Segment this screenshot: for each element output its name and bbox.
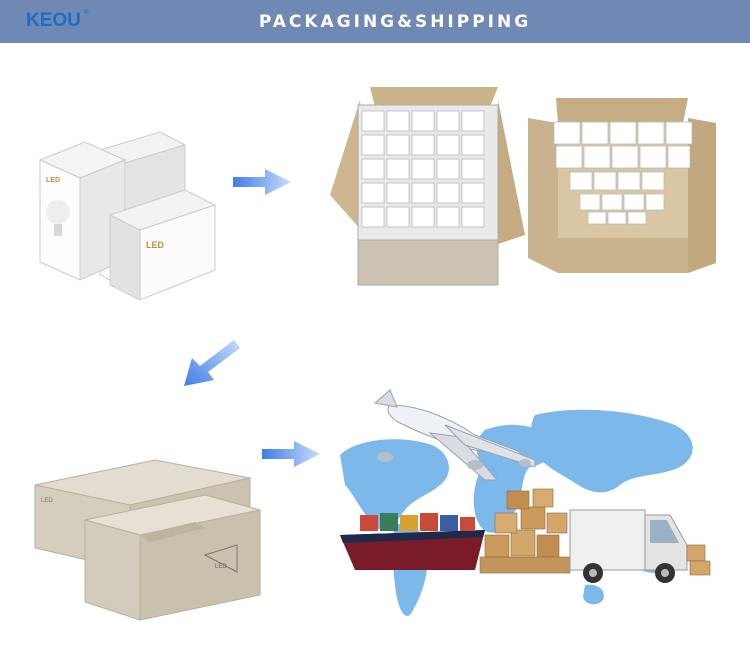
global-shipping-illustration: [340, 389, 711, 616]
box-led-label-2: LED: [46, 177, 60, 184]
cargo-ship-icon: [340, 513, 485, 570]
open-carton-side-view-illustration: [528, 98, 716, 273]
brand-logo: KEOU: [26, 10, 81, 31]
arrow-right-icon-2: [262, 441, 320, 467]
arrow-right-icon: [233, 169, 291, 195]
open-carton-illustration: [330, 87, 525, 286]
carton-led-label-2: LED: [215, 564, 227, 570]
stacked-cartons-illustration: LED LED: [34, 459, 261, 621]
carton-led-label: LED: [41, 498, 53, 504]
arrow-down-left-icon: [184, 340, 240, 386]
led-bulb-boxes-illustration: LED LED: [38, 131, 217, 300]
delivery-truck-icon: [569, 509, 688, 583]
trademark-mark: ®: [84, 10, 89, 16]
airplane-icon: [373, 389, 536, 481]
header-bar: KEOU ® PACKAGING&SHIPPING: [0, 0, 750, 43]
cargo-boxes-icon: [479, 488, 571, 574]
box-led-label: LED: [146, 240, 165, 250]
page-title: PACKAGING&SHIPPING: [258, 12, 532, 32]
